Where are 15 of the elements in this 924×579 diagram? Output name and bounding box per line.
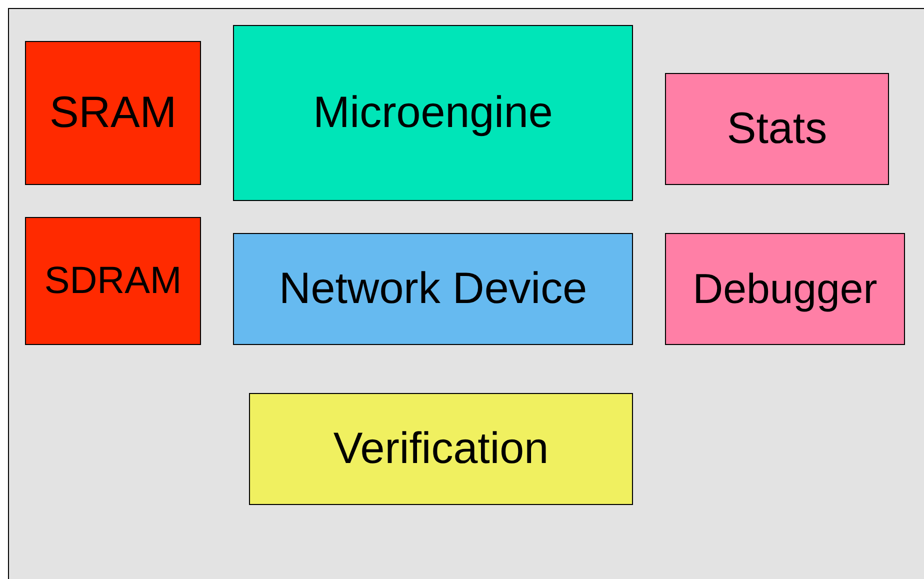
box-label: Verification bbox=[333, 427, 549, 471]
box-label: SRAM bbox=[49, 91, 177, 135]
process-box bbox=[25, 217, 201, 345]
process-box bbox=[233, 25, 633, 201]
box-label: SDRAM bbox=[44, 262, 182, 300]
frame-box bbox=[8, 8, 924, 579]
process-box bbox=[233, 233, 633, 345]
process-box bbox=[665, 233, 905, 345]
process-box bbox=[249, 393, 633, 505]
process-box bbox=[665, 73, 889, 185]
box-label: Stats bbox=[726, 107, 828, 151]
box-label: Microengine bbox=[313, 91, 553, 135]
box-label: Network Device bbox=[278, 267, 588, 311]
box-label: Debugger bbox=[692, 268, 878, 310]
process-box bbox=[25, 41, 201, 185]
